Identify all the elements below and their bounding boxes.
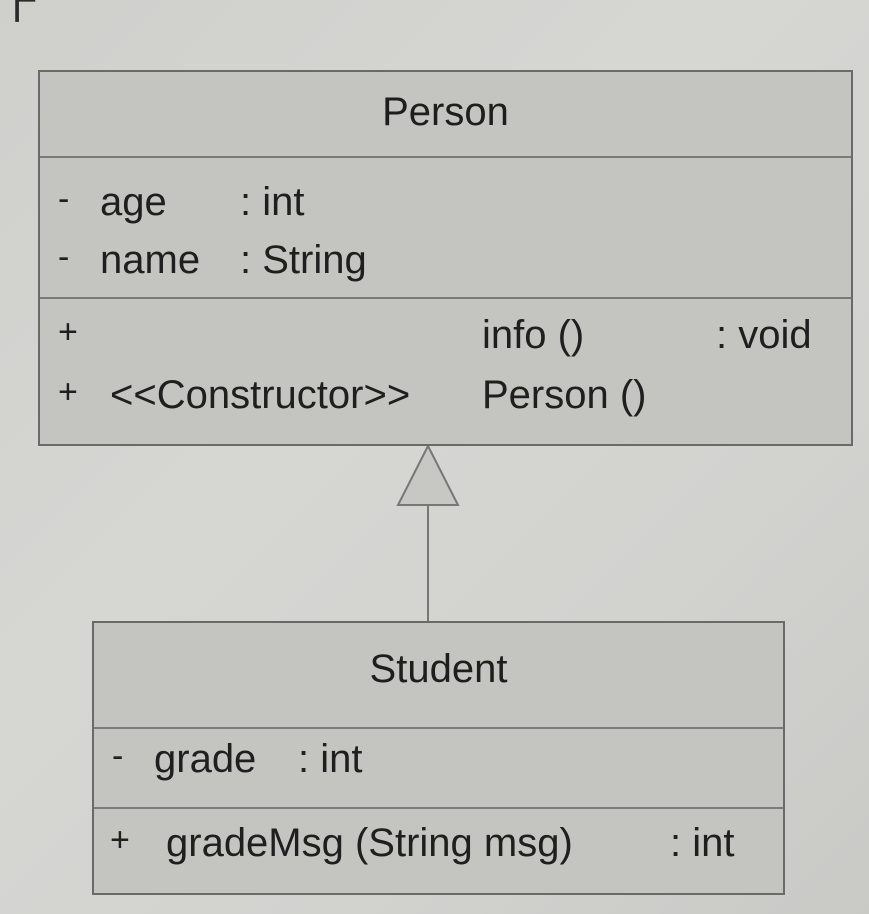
attribute-name: name — [100, 238, 201, 282]
class-person[interactable]: Person - age : int - name : String + inf… — [38, 70, 853, 446]
class-student[interactable]: Student - grade : int + gradeMsg (String… — [92, 621, 785, 895]
operation-stereotype: <<Constructor>> — [110, 373, 411, 417]
person-name-compartment: Person — [40, 72, 851, 158]
attribute-visibility: - — [112, 737, 124, 775]
attribute-visibility: - — [58, 180, 70, 218]
attribute-visibility: - — [58, 238, 70, 276]
operation-name: Person () — [482, 373, 647, 417]
attribute-type: : int — [298, 737, 363, 781]
person-operation-constructor: + <<Constructor>> Person () — [40, 373, 851, 425]
student-class-name: Student — [369, 647, 508, 691]
person-operation-info: + info () : void — [40, 313, 851, 365]
cropped-text-fragment: ⺊ — [0, 0, 44, 28]
person-attribute-age: - age : int — [40, 180, 851, 232]
person-attribute-name: - name : String — [40, 238, 851, 290]
operation-visibility: + — [58, 313, 78, 351]
student-attribute-grade: - grade : int — [94, 737, 783, 789]
attribute-name: grade — [154, 737, 257, 781]
attribute-type: : String — [240, 238, 367, 282]
attribute-type: : int — [240, 180, 305, 224]
operation-visibility: + — [110, 821, 130, 859]
operation-name: gradeMsg (String msg) — [166, 821, 573, 865]
person-operations-compartment: + info () : void + <<Constructor>> Perso… — [40, 299, 851, 444]
student-operation-grademsg: + gradeMsg (String msg) : int — [94, 821, 783, 873]
person-attributes-compartment: - age : int - name : String — [40, 158, 851, 299]
attribute-name: age — [100, 180, 167, 224]
student-name-compartment: Student — [94, 623, 783, 729]
inheritance-arrowhead — [396, 443, 460, 506]
student-operations-compartment: + gradeMsg (String msg) : int — [94, 809, 783, 893]
operation-type: : int — [670, 821, 735, 865]
operation-type: : void — [716, 313, 812, 357]
person-class-name: Person — [382, 90, 509, 134]
operation-visibility: + — [58, 373, 78, 411]
operation-name: info () — [482, 313, 585, 357]
student-attributes-compartment: - grade : int — [94, 729, 783, 809]
